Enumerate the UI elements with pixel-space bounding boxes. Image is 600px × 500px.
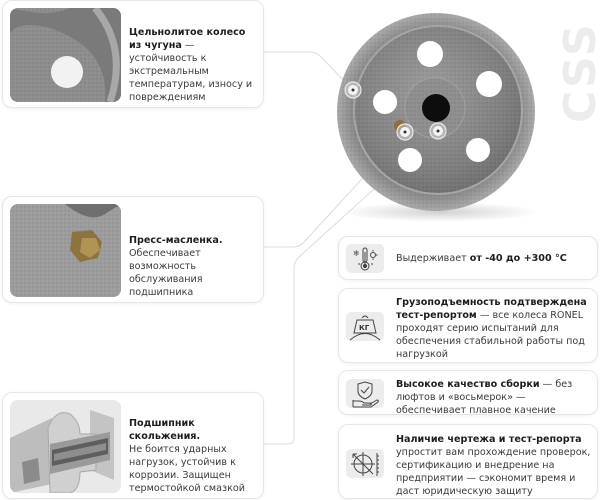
spec-card-drawings: Наличие чертежа и тест-репорта упростит … (338, 424, 598, 499)
feature-card-bearing: Подшипник скольжения.Не боится ударных н… (2, 392, 264, 499)
connector-grease-nipple (264, 131, 406, 248)
svg-text:❄: ❄ (353, 249, 360, 258)
shield-hand-icon (346, 379, 384, 408)
hotspot-wheel-body (344, 81, 362, 99)
hotspot-bearing (429, 122, 447, 140)
spec-text: Выдерживает от -40 до +300 °C (396, 252, 591, 265)
connector-lines (264, 51, 439, 445)
spec-text: Наличие чертежа и тест-репорта упростит … (396, 433, 591, 498)
feature-text: Цельнолитое колесо из чугуна — устойчиво… (129, 26, 257, 104)
spec-prefix: Выдерживает (396, 253, 470, 264)
feature-card-cast-iron: Цельнолитое колесо из чугуна — устойчиво… (2, 0, 264, 108)
wheel-image (337, 13, 535, 211)
thermometer-icon: ❄ (346, 244, 384, 273)
feature-description: — устойчивость к экстремальным температу… (129, 40, 253, 103)
spec-title: Грузоподъемность подтверждена тест-репор… (396, 297, 587, 321)
spec-text: Высокое качество сборки — без люфтов и «… (396, 378, 591, 417)
feature-text: Подшипник скольжения.Не боится ударных н… (129, 417, 257, 495)
hotspot-grease-nipple (396, 123, 414, 141)
weight-kg-icon: КГ (346, 312, 384, 341)
feature-title: Подшипник скольжения. (129, 418, 201, 442)
feature-card-grease-nipple: Пресс-масленка. Обеспечивает возможность … (2, 196, 264, 303)
spec-title: Высокое качество сборки (396, 379, 540, 390)
spec-card-temperature: ❄ Выдерживает от -40 до +300 °C (338, 236, 598, 280)
spec-description: — все колеса RONEL проходят серию испыта… (396, 310, 585, 360)
spec-title: Наличие чертежа и тест-репорта (396, 434, 582, 445)
feature-description: Обеспечивает возможность обслуживания по… (129, 248, 203, 298)
spec-text: Грузоподъемность подтверждена тест-репор… (396, 296, 591, 361)
spec-card-build-quality: Высокое качество сборки — без люфтов и «… (338, 370, 598, 417)
feature-description: Не боится ударных нагрузок, устойчив к к… (129, 444, 245, 494)
feature-title: Пресс-масленка. (129, 235, 223, 246)
connector-bearing (264, 130, 439, 445)
grease-nipple-photo (10, 204, 121, 297)
spec-description: — без люфтов и «восьмерок» — обеспечивае… (396, 379, 573, 416)
spec-title: от -40 до +300 °C (469, 253, 567, 264)
spec-description: упростит вам прохождение проверок, серти… (396, 447, 591, 497)
feature-title: Цельнолитое колесо из чугуна (129, 27, 246, 51)
feature-text: Пресс-масленка. Обеспечивает возможность … (129, 234, 257, 299)
spec-card-load-capacity: КГ Грузоподъемность подтверждена тест-ре… (338, 288, 598, 363)
cast-iron-wheel-photo (10, 8, 121, 102)
drawing-icon (346, 449, 384, 478)
bearing-photo (10, 400, 121, 493)
svg-text:КГ: КГ (359, 324, 370, 332)
connector-wheel-body (264, 51, 354, 91)
